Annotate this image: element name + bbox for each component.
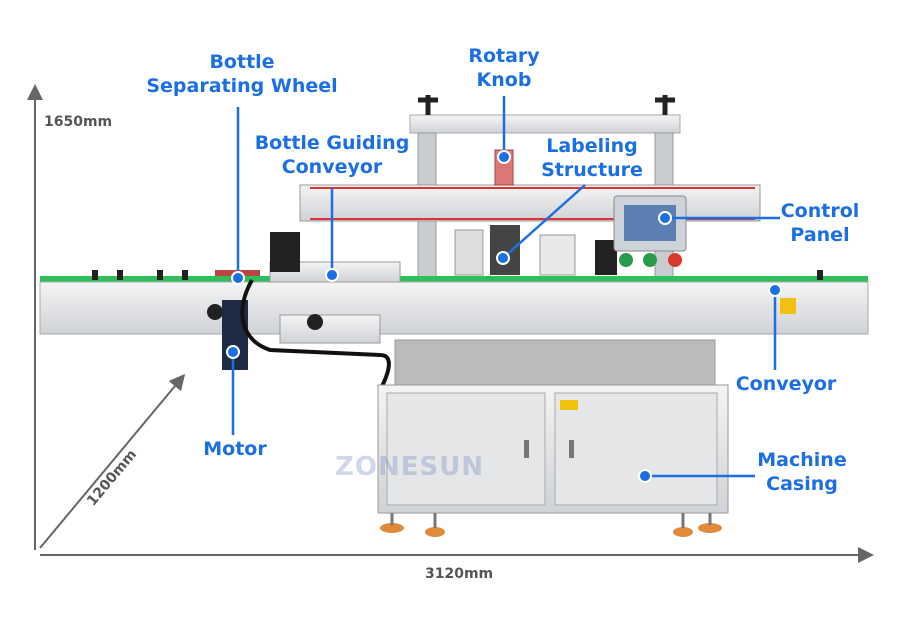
height-dimension: 1650mm [44, 114, 113, 130]
callout-lines [231, 96, 780, 478]
upper-frame [299, 95, 761, 284]
dimension-arrows [27, 84, 874, 563]
callout-dots [226, 150, 782, 483]
width-dimension: 3120mm [425, 566, 494, 582]
control-panel-illustration [613, 195, 687, 267]
label-conveyor: Conveyor [735, 373, 837, 395]
machine-casing-illustration [377, 339, 729, 537]
watermark: ZONESUN [335, 452, 485, 482]
label-motor: Motor [203, 438, 267, 460]
conveyor-illustration [39, 232, 869, 344]
